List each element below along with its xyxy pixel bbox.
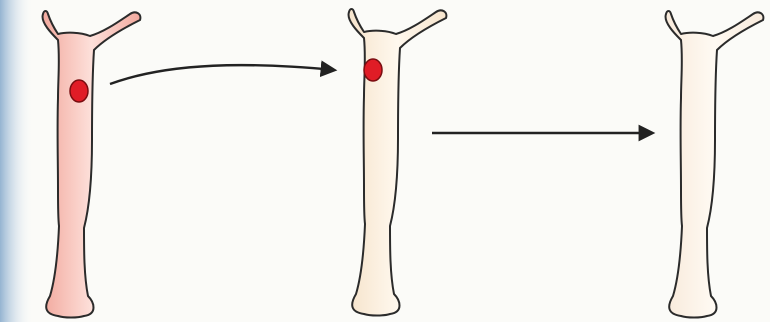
red-spot-1	[70, 80, 88, 102]
page-edge-shading	[0, 0, 34, 322]
red-spot-2	[364, 59, 382, 81]
